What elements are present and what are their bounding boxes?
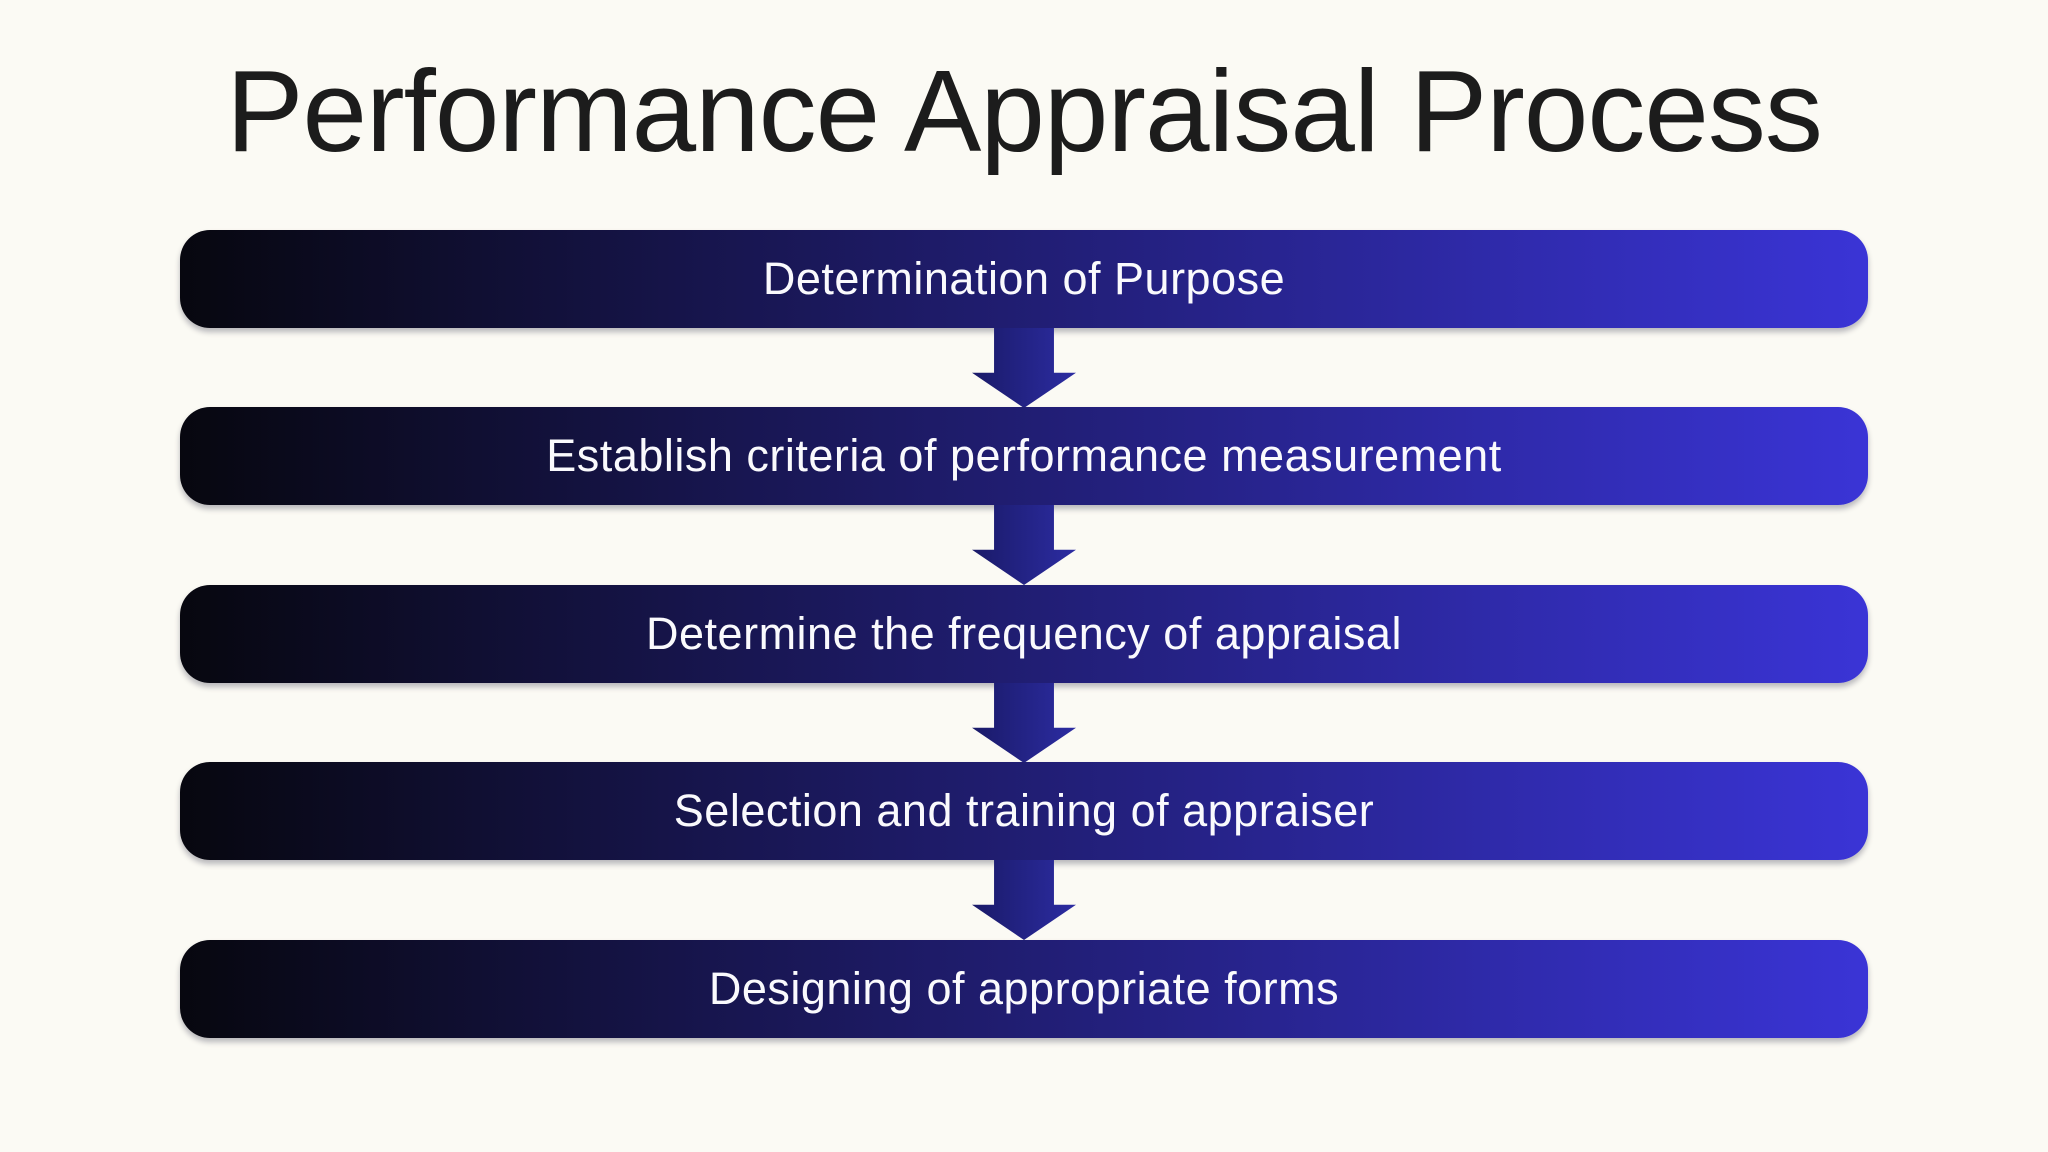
- down-arrow-icon: [972, 683, 1076, 763]
- process-step-5: Designing of appropriate forms: [180, 940, 1868, 1038]
- process-step-5-label: Designing of appropriate forms: [708, 963, 1340, 1014]
- process-step-3: Determine the frequency of appraisal: [180, 585, 1868, 683]
- down-arrow-icon: [972, 505, 1076, 585]
- process-step-3-label: Determine the frequency of appraisal: [646, 608, 1402, 659]
- process-step-2-label: Establish criteria of performance measur…: [546, 430, 1502, 481]
- down-arrow-icon: [972, 860, 1076, 940]
- process-step-1: Determination of Purpose: [180, 230, 1868, 328]
- process-step-1-label: Determination of Purpose: [762, 253, 1286, 304]
- down-arrow-icon: [972, 328, 1076, 408]
- process-step-2: Establish criteria of performance measur…: [180, 407, 1868, 505]
- page-title: Performance Appraisal Process: [226, 46, 1823, 176]
- process-step-4-label: Selection and training of appraiser: [673, 785, 1375, 836]
- process-step-4: Selection and training of appraiser: [180, 762, 1868, 860]
